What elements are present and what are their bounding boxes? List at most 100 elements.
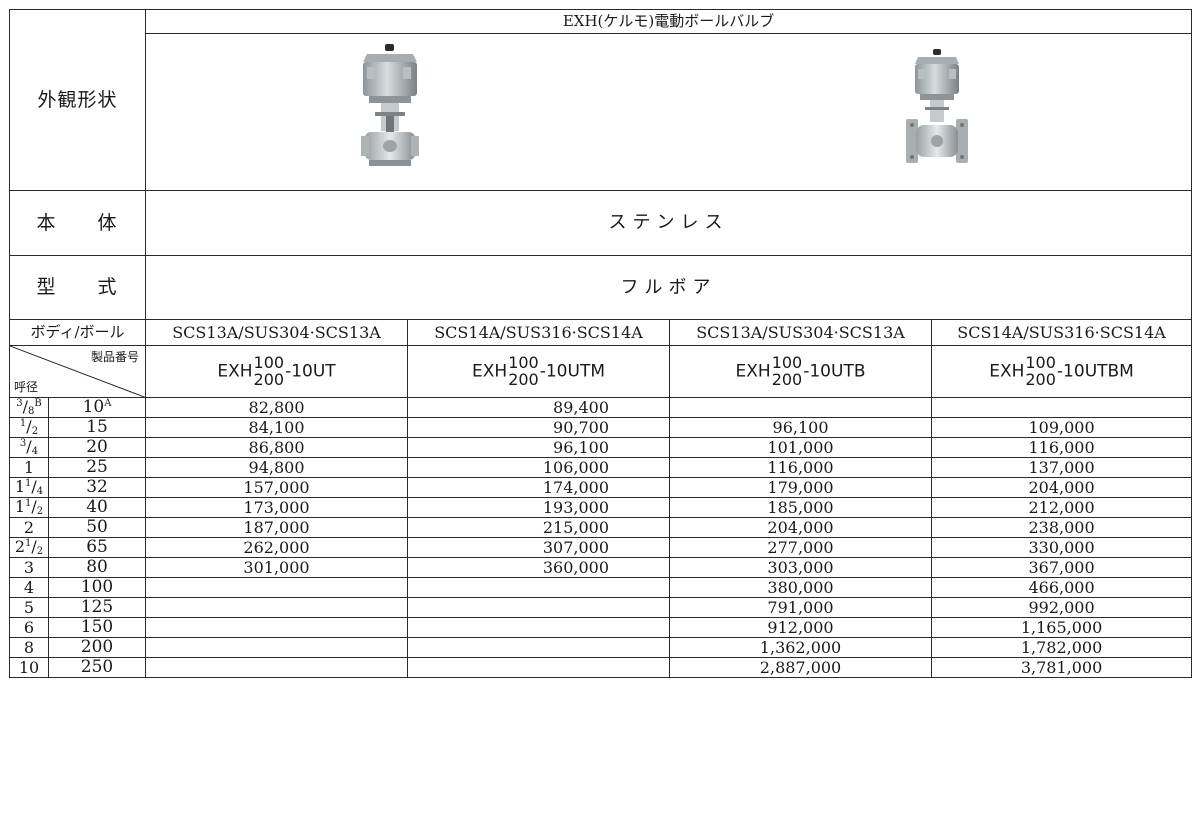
price-cell: 157,000 — [145, 477, 409, 498]
model-size-top: 100 — [1025, 353, 1056, 372]
size-inch: 8 — [9, 637, 49, 658]
model-size-bottom: 200 — [771, 370, 803, 389]
size-mm: 80 — [47, 557, 147, 578]
nominal-size-label: 呼径 — [14, 380, 39, 394]
material-label: ボディ/ボール — [8, 319, 147, 346]
price-cell: 89,400 — [407, 397, 671, 418]
price-cell: 307,000 — [407, 537, 671, 558]
size-inch: 11/4 — [9, 477, 49, 498]
material-cell: SCS13A/SUS304·SCS13A — [145, 319, 409, 346]
price-cell: 90,700 — [407, 417, 671, 438]
size-mm: 20 — [47, 437, 147, 458]
size-inch: 1 — [9, 457, 49, 478]
size-inch: 6 — [9, 617, 49, 638]
price-cell: 187,000 — [145, 517, 409, 538]
price-cell: 116,000 — [931, 437, 1193, 458]
price-cell: 96,100 — [669, 417, 933, 438]
size-inch: 11/2 — [9, 497, 49, 518]
model-size-bottom: 200 — [1025, 370, 1056, 389]
material-cell: SCS13A/SUS304·SCS13A — [669, 319, 933, 346]
model-suffix: -10UTB — [803, 361, 866, 382]
price-cell — [407, 617, 671, 638]
price-cell: 179,000 — [669, 477, 933, 498]
electric-ball-valve-screwed-icon — [360, 44, 419, 166]
size-inch: 1/2 — [9, 417, 49, 438]
price-cell — [145, 657, 409, 678]
price-cell: 109,000 — [931, 417, 1193, 438]
type-value: フルボア — [145, 255, 1193, 320]
size-mm: 100 — [47, 577, 147, 598]
price-cell — [931, 397, 1193, 418]
price-cell: 466,000 — [931, 577, 1193, 598]
model-suffix: -10UTBM — [1056, 361, 1134, 382]
price-table: 外観形状 EXH(ケルモ)電動ボールバルブ — [8, 9, 1193, 678]
price-cell: 86,800 — [145, 437, 409, 458]
price-cell: 303,000 — [669, 557, 933, 578]
price-cell: 204,000 — [669, 517, 933, 538]
product-number-label: 製品番号 — [91, 350, 140, 364]
electric-ball-valve-flanged-icon — [906, 49, 969, 163]
size-mm: 200 — [47, 637, 147, 658]
size-inch: 2 — [9, 517, 49, 538]
model-suffix: -10UTM — [539, 361, 605, 382]
model-size-top: 100 — [508, 353, 539, 372]
price-cell: 96,100 — [407, 437, 671, 458]
price-cell — [145, 617, 409, 638]
size-inch: 3/4 — [9, 437, 49, 458]
price-cell: 277,000 — [669, 537, 933, 558]
price-cell: 193,000 — [407, 497, 671, 518]
body-material: ステンレス — [145, 190, 1193, 256]
size-mm: 40 — [47, 497, 147, 518]
model-size-bottom: 200 — [253, 370, 285, 389]
price-cell: 174,000 — [407, 477, 671, 498]
price-cell: 3,781,000 — [931, 657, 1193, 678]
size-mm: 10A — [47, 397, 147, 418]
model-suffix: -10UT — [285, 361, 336, 382]
price-cell — [407, 657, 671, 678]
model-prefix: EXH — [217, 361, 253, 382]
price-cell: 101,000 — [669, 437, 933, 458]
price-cell: 330,000 — [931, 537, 1193, 558]
material-cell: SCS14A/SUS316·SCS14A — [407, 319, 671, 346]
product-images — [145, 33, 1193, 191]
price-cell: 185,000 — [669, 497, 933, 518]
size-mm: 250 — [47, 657, 147, 678]
price-cell: 173,000 — [145, 497, 409, 518]
product-name: EXH(ケルモ)電動ボールバルブ — [145, 9, 1193, 34]
size-inch: 3/8B — [9, 397, 49, 418]
diagonal-line — [10, 346, 145, 397]
price-cell: 1,362,000 — [669, 637, 933, 658]
size-inch: 5 — [9, 597, 49, 618]
size-inch: 3 — [9, 557, 49, 578]
price-cell: 912,000 — [669, 617, 933, 638]
price-cell — [407, 577, 671, 598]
appearance-label: 外観形状 — [8, 9, 147, 191]
price-cell: 84,100 — [145, 417, 409, 438]
price-cell: 212,000 — [931, 497, 1193, 518]
model-size-bottom: 200 — [508, 370, 539, 389]
price-cell — [407, 637, 671, 658]
model-size-top: 100 — [253, 353, 285, 372]
price-cell: 2,887,000 — [669, 657, 933, 678]
model-prefix: EXH — [989, 361, 1025, 382]
price-cell: 992,000 — [931, 597, 1193, 618]
price-cell: 380,000 — [669, 577, 933, 598]
price-cell — [145, 637, 409, 658]
price-cell: 360,000 — [407, 557, 671, 578]
price-cell: 204,000 — [931, 477, 1193, 498]
body-label: 本 体 — [8, 190, 147, 256]
price-cell — [407, 597, 671, 618]
